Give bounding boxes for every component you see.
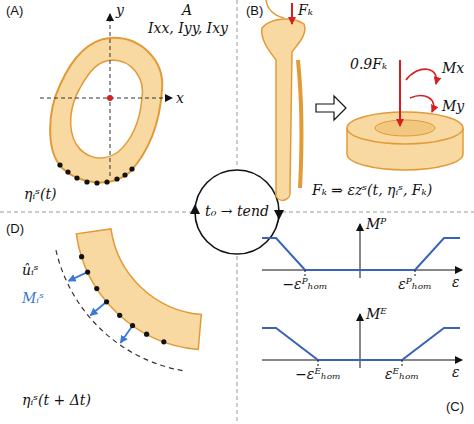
force-label: 0.9Fₖ <box>350 56 387 72</box>
strain-formula: Fₖ ⇒ εzˢ(t, ηᵢˢ, Fₖ) <box>312 182 432 198</box>
response-curve <box>262 328 460 360</box>
axis-name: x <box>176 90 184 106</box>
force-label: Fₖ <box>298 2 313 18</box>
new-surface <box>55 248 182 371</box>
threshold-tick <box>415 270 416 276</box>
time-loop-label: t₀ → tend <box>205 203 269 219</box>
panel-divider <box>237 0 238 168</box>
centroid-dot <box>107 95 113 101</box>
surface-node <box>94 180 99 185</box>
moment-arrow <box>410 96 433 112</box>
stimulus-label: Mᵢˢ <box>22 290 44 306</box>
surface-node <box>122 172 127 177</box>
surface-node <box>129 166 134 171</box>
surface-node <box>74 175 79 180</box>
surface-node <box>104 299 109 304</box>
axis-name: y <box>116 2 124 18</box>
threshold-label: εᴱₕₒₘ <box>385 366 419 382</box>
surface-node <box>114 176 119 181</box>
surface-node <box>161 339 166 344</box>
surface-node <box>144 332 149 337</box>
displacement-arrow <box>90 303 105 315</box>
panel-divider <box>237 256 238 424</box>
fibula <box>298 60 301 188</box>
axis-name: Mᴾ <box>366 216 386 232</box>
cycle-circle <box>195 170 279 254</box>
panel-letter: (D) <box>6 222 24 237</box>
section-property: A <box>182 2 192 18</box>
threshold-label: −εᴱₕₒₘ <box>295 366 341 382</box>
cylinder-canal <box>375 120 435 136</box>
displacement-arrow <box>121 327 132 343</box>
surface-node <box>117 313 122 318</box>
moment-label: Mx <box>442 60 464 76</box>
tibia <box>262 19 305 200</box>
axial-force-arrow <box>399 60 401 126</box>
femur-condyle <box>266 0 284 18</box>
surface-node <box>104 179 109 184</box>
panel-letter: (A) <box>6 4 23 19</box>
axis-name: ε <box>452 274 460 290</box>
response-curve <box>262 238 460 270</box>
surface-nodes-label: ηᵢˢ(t) <box>24 186 56 202</box>
threshold-label: εᴾₕₒₘ <box>398 276 431 292</box>
bone-wall <box>76 229 201 350</box>
surface-node <box>79 254 84 259</box>
cycle-arrowhead <box>190 204 200 214</box>
moment-arrow <box>406 69 436 84</box>
threshold-tick <box>402 360 403 366</box>
displacement-arrow <box>69 273 86 281</box>
panel-letter: (B) <box>246 4 263 19</box>
section-property: Ixx, Iyy, Ixy <box>148 20 228 36</box>
panel-letter: (C) <box>446 400 464 415</box>
x-axis <box>40 98 172 99</box>
threshold-tick <box>305 270 306 276</box>
moment-label: My <box>442 98 464 114</box>
transfer-arrow <box>316 96 346 120</box>
surface-node <box>130 323 135 328</box>
surface-node <box>85 269 90 274</box>
displacement-label: ûᵢˢ <box>22 262 39 278</box>
panel-divider <box>282 212 474 213</box>
surface-node <box>84 179 89 184</box>
surface-node <box>57 162 62 167</box>
threshold-tick <box>318 360 319 366</box>
cylinder-top <box>347 112 463 144</box>
surface-node <box>94 286 99 291</box>
axis-name: ε <box>452 364 460 380</box>
surface-node <box>65 169 70 174</box>
threshold-label: −εᴾₕₒₘ <box>282 276 327 292</box>
panel-divider <box>0 212 192 213</box>
medullary-canal <box>71 60 143 158</box>
surface-nodes-label: ηᵢˢ(t + Δt) <box>22 392 91 408</box>
bone-cross-section <box>50 38 162 183</box>
axis-name: Mᴱ <box>366 306 387 322</box>
cycle-arrowhead <box>274 210 284 220</box>
knee-force-arrow <box>291 3 293 24</box>
